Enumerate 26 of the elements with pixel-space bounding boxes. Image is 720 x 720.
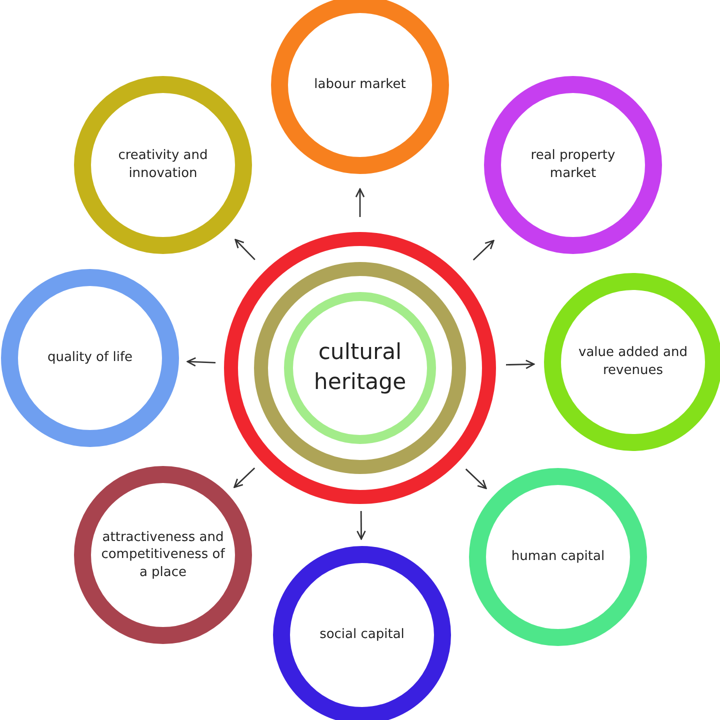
node-label: human capital — [511, 548, 605, 566]
circle-node — [469, 468, 647, 646]
arrow — [234, 238, 256, 260]
circle-node — [74, 76, 252, 254]
node-label: labour market — [314, 76, 406, 94]
arrow — [234, 468, 256, 488]
circle-node — [271, 0, 449, 174]
arrow — [186, 357, 216, 367]
circle-node — [1, 269, 179, 447]
circle-node — [544, 273, 720, 451]
node-label: quality of life — [47, 349, 133, 367]
circle-node — [74, 466, 252, 644]
circle-node — [273, 546, 451, 720]
circle-node — [224, 232, 496, 504]
arrow — [465, 468, 487, 490]
arrow — [356, 511, 366, 540]
node-label: attractiveness and competitiveness of a place — [100, 528, 226, 582]
node-label: real property market — [530, 147, 616, 183]
node-label: social capital — [320, 626, 404, 644]
node-label: cultural heritage — [312, 339, 408, 397]
node-label: value added and revenues — [578, 344, 688, 380]
node-label: creativity and innovation — [117, 147, 209, 183]
circle-node — [484, 76, 662, 254]
arrow — [506, 360, 535, 370]
arrow — [472, 240, 494, 260]
arrow — [355, 188, 365, 217]
